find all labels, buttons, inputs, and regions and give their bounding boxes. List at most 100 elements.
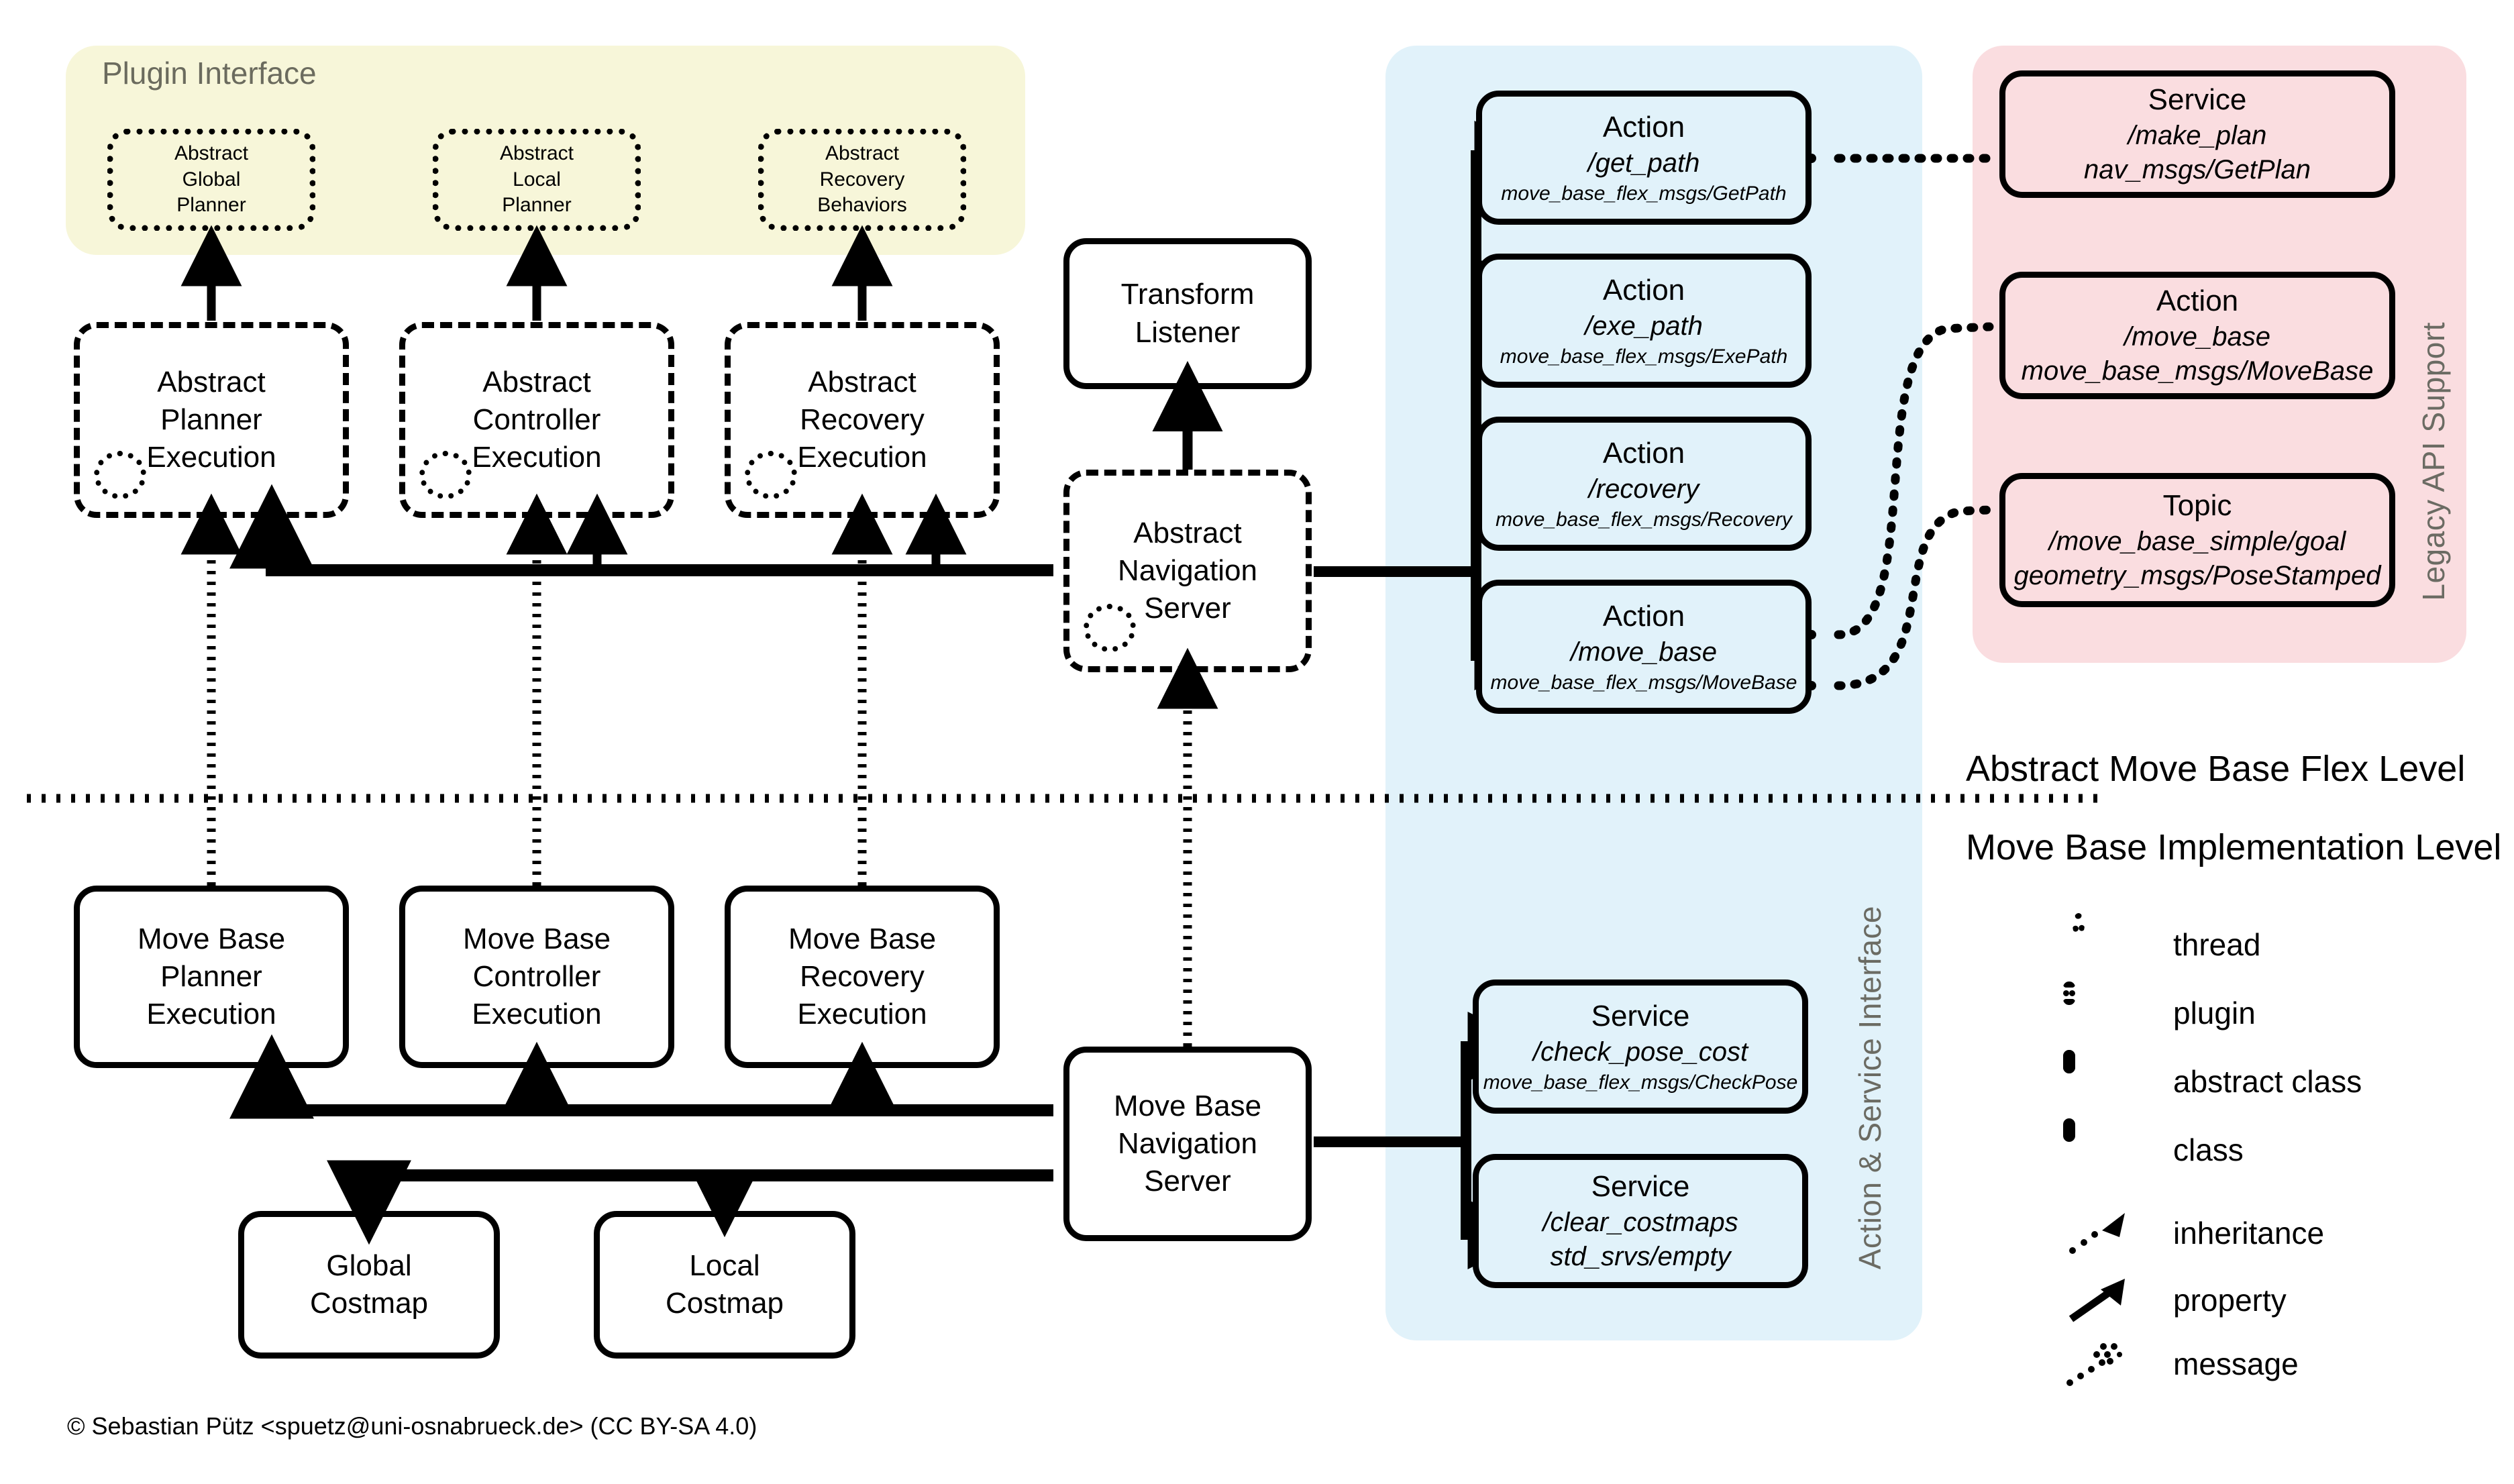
plugin-line-1: Abstract [825,142,900,165]
action-kind: Action [1602,600,1685,633]
action-kind: Action [1602,437,1685,470]
legend-label: message [2173,1346,2299,1381]
local-costmap[interactable]: Local Costmap [594,1211,855,1359]
action-exe-path[interactable]: Action /exe_path move_base_flex_msgs/Exe… [1476,254,1812,388]
move-base-planner-execution[interactable]: Move Base Planner Execution [74,886,349,1068]
plugin-line-2: Local [513,168,561,191]
box-line-1: Move Base [788,922,937,955]
box-line-1: Abstract [482,365,591,399]
legacy-type: move_base_msgs/MoveBase [2021,356,2374,386]
move-base-navigation-server[interactable]: Move Base Navigation Server [1063,1047,1312,1241]
action-recovery[interactable]: Action /recovery move_base_flex_msgs/Rec… [1476,417,1812,551]
legend-item-thread: thread [2063,913,2261,970]
box-line-3: Server [1144,1165,1231,1198]
abstract-planner-execution[interactable]: Abstract Planner Execution [74,322,349,518]
transform-listener[interactable]: Transform Listener [1063,238,1312,389]
implementation-level-label: Move Base Implementation Level [1966,827,2502,867]
legend-item-property: property [2063,1275,2287,1326]
action-service-interface-label: Action & Service Interface [1852,906,1887,1270]
thread-icon [745,451,797,499]
legacy-kind: Service [2148,83,2247,116]
legacy-action-move-base[interactable]: Action /move_base move_base_msgs/MoveBas… [1999,272,2395,399]
box-line-2: Navigation [1118,553,1257,587]
thread-icon [1084,604,1136,652]
plugin-abstract-global-planner[interactable]: Abstract Global Planner [107,129,315,231]
move-base-controller-execution[interactable]: Move Base Controller Execution [399,886,674,1068]
abstract-class-icon [2063,1050,2150,1107]
plugin-line-2: Recovery [819,168,905,191]
box-line-3: Execution [472,998,602,1031]
action-get-path[interactable]: Action /get_path move_base_flex_msgs/Get… [1476,91,1812,225]
box-line-2: Listener [1135,315,1241,349]
legend-label: plugin [2173,996,2256,1030]
box-line-3: Execution [472,441,602,474]
abstract-controller-execution[interactable]: Abstract Controller Execution [399,322,674,518]
action-type: move_base_flex_msgs/GetPath [1501,182,1787,205]
service-clear-costmaps[interactable]: Service /clear_costmaps std_srvs/empty [1473,1154,1808,1288]
box-line-1: Move Base [137,922,286,955]
box-line-1: Abstract [808,365,916,399]
legend-label: abstract class [2173,1064,2362,1099]
legacy-topic-move-base-simple-goal[interactable]: Topic /move_base_simple/goal geometry_ms… [1999,473,2395,607]
plugin-icon [2063,982,2150,1039]
message-icon [2063,1338,2150,1389]
box-line-2: Planner [160,959,262,993]
legend-item-message: message [2063,1338,2299,1389]
box-line-3: Server [1144,592,1231,625]
legacy-name: /move_base [2124,321,2270,352]
service-kind: Service [1591,1000,1690,1033]
box-line-1: Move Base [462,922,611,955]
service-type: move_base_flex_msgs/CheckPose [1483,1071,1798,1094]
legend-item-plugin: plugin [2063,982,2256,1039]
global-costmap[interactable]: Global Costmap [238,1211,500,1359]
box-line-3: Execution [146,998,276,1031]
plugin-abstract-local-planner[interactable]: Abstract Local Planner [433,129,641,231]
move-base-recovery-execution[interactable]: Move Base Recovery Execution [725,886,1000,1068]
action-kind: Action [1602,274,1685,307]
action-type: move_base_flex_msgs/ExePath [1500,345,1788,368]
inheritance-icon [2063,1208,2150,1259]
plugin-line-3: Behaviors [817,194,907,217]
box-line-2: Planner [160,403,262,436]
legacy-type: nav_msgs/GetPlan [2084,155,2311,185]
abstract-level-label: Abstract Move Base Flex Level [1966,749,2466,789]
box-line-1: Abstract [1133,516,1242,549]
action-name: /get_path [1587,148,1700,178]
legacy-type: geometry_msgs/PoseStamped [2013,561,2381,591]
plugin-interface-label: Plugin Interface [102,56,317,91]
service-type: std_srvs/empty [1550,1242,1731,1272]
box-line-1: Local [689,1249,760,1282]
service-name: /check_pose_cost [1532,1037,1748,1067]
plugin-line-1: Abstract [174,142,249,165]
abstract-recovery-execution[interactable]: Abstract Recovery Execution [725,322,1000,518]
box-line-1: Abstract [157,365,266,399]
box-line-2: Costmap [665,1287,784,1320]
thread-icon [2063,913,2150,970]
legacy-kind: Topic [2162,488,2232,522]
action-move-base[interactable]: Action /move_base move_base_flex_msgs/Mo… [1476,580,1812,714]
legacy-kind: Action [2156,284,2239,317]
action-name: /recovery [1588,474,1699,505]
service-check-pose-cost[interactable]: Service /check_pose_cost move_base_flex_… [1473,979,1808,1114]
box-line-3: Execution [797,441,927,474]
legacy-name: /move_base_simple/goal [2048,526,2346,556]
plugin-interface-panel [66,46,1025,255]
service-name: /clear_costmaps [1542,1207,1738,1237]
service-kind: Service [1591,1169,1690,1203]
property-icon [2063,1275,2150,1326]
box-line-2: Controller [472,959,601,993]
copyright-credit: © Sebastian Pütz <spuetz@uni-osnabrueck.… [67,1412,757,1440]
plugin-abstract-recovery-behaviors[interactable]: Abstract Recovery Behaviors [758,129,966,231]
legend-label: thread [2173,927,2261,962]
legacy-name: /make_plan [2128,120,2267,150]
legend-item-inheritance: inheritance [2063,1208,2324,1259]
abstract-navigation-server[interactable]: Abstract Navigation Server [1063,470,1312,672]
legacy-api-support-label: Legacy API Support [2416,322,2451,601]
action-type: move_base_flex_msgs/Recovery [1496,508,1792,531]
box-line-2: Recovery [800,403,925,436]
box-line-2: Navigation [1118,1126,1257,1160]
legacy-service-make-plan[interactable]: Service /make_plan nav_msgs/GetPlan [1999,70,2395,198]
box-line-3: Execution [797,998,927,1031]
plugin-line-3: Planner [176,194,246,217]
